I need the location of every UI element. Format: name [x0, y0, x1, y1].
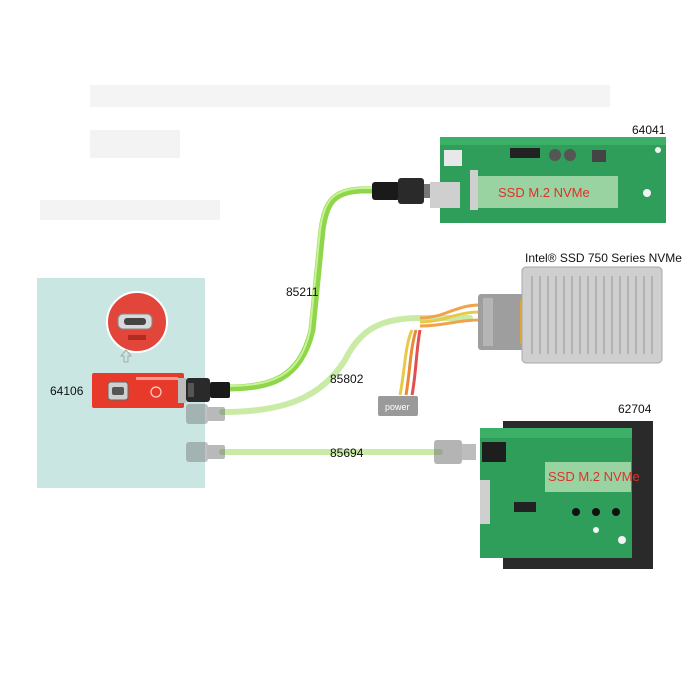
cable-85211-highlight: [224, 187, 396, 387]
label-64106: 64106: [50, 384, 84, 398]
label-intel-ssd: Intel® SSD 750 Series NVMe: [525, 251, 682, 265]
board-64041: [430, 137, 666, 223]
connector-85694-right: [434, 440, 476, 464]
power-connector: power: [378, 396, 418, 416]
label-85211: 85211: [286, 285, 319, 299]
board-62704: [480, 421, 653, 569]
label-ssd-m2-top: SSD M.2 NVMe: [498, 185, 590, 200]
connector-85211-right: [372, 178, 432, 204]
connector-85211-left: [186, 378, 230, 402]
connector-85802-left: [186, 404, 225, 424]
connector-85694-left: [186, 442, 225, 462]
cable-85802: [219, 315, 473, 415]
label-62704: 62704: [618, 402, 652, 416]
label-64041: 64041: [632, 123, 666, 137]
intel-ssd-750: [521, 266, 663, 364]
background-ghost-text: [40, 85, 610, 220]
arrow-up-icon: [120, 349, 132, 363]
cable-85211: [221, 186, 399, 392]
label-power: power: [385, 402, 410, 412]
label-85802: 85802: [330, 372, 364, 386]
usb-c-closeup: [106, 291, 168, 353]
label-85694: 85694: [330, 446, 364, 460]
sff-wires: [398, 303, 481, 396]
adapter-64106: [92, 373, 186, 408]
label-ssd-m2-bottom: SSD M.2 NVMe: [548, 469, 640, 484]
sff-8639-connector: [478, 294, 528, 350]
